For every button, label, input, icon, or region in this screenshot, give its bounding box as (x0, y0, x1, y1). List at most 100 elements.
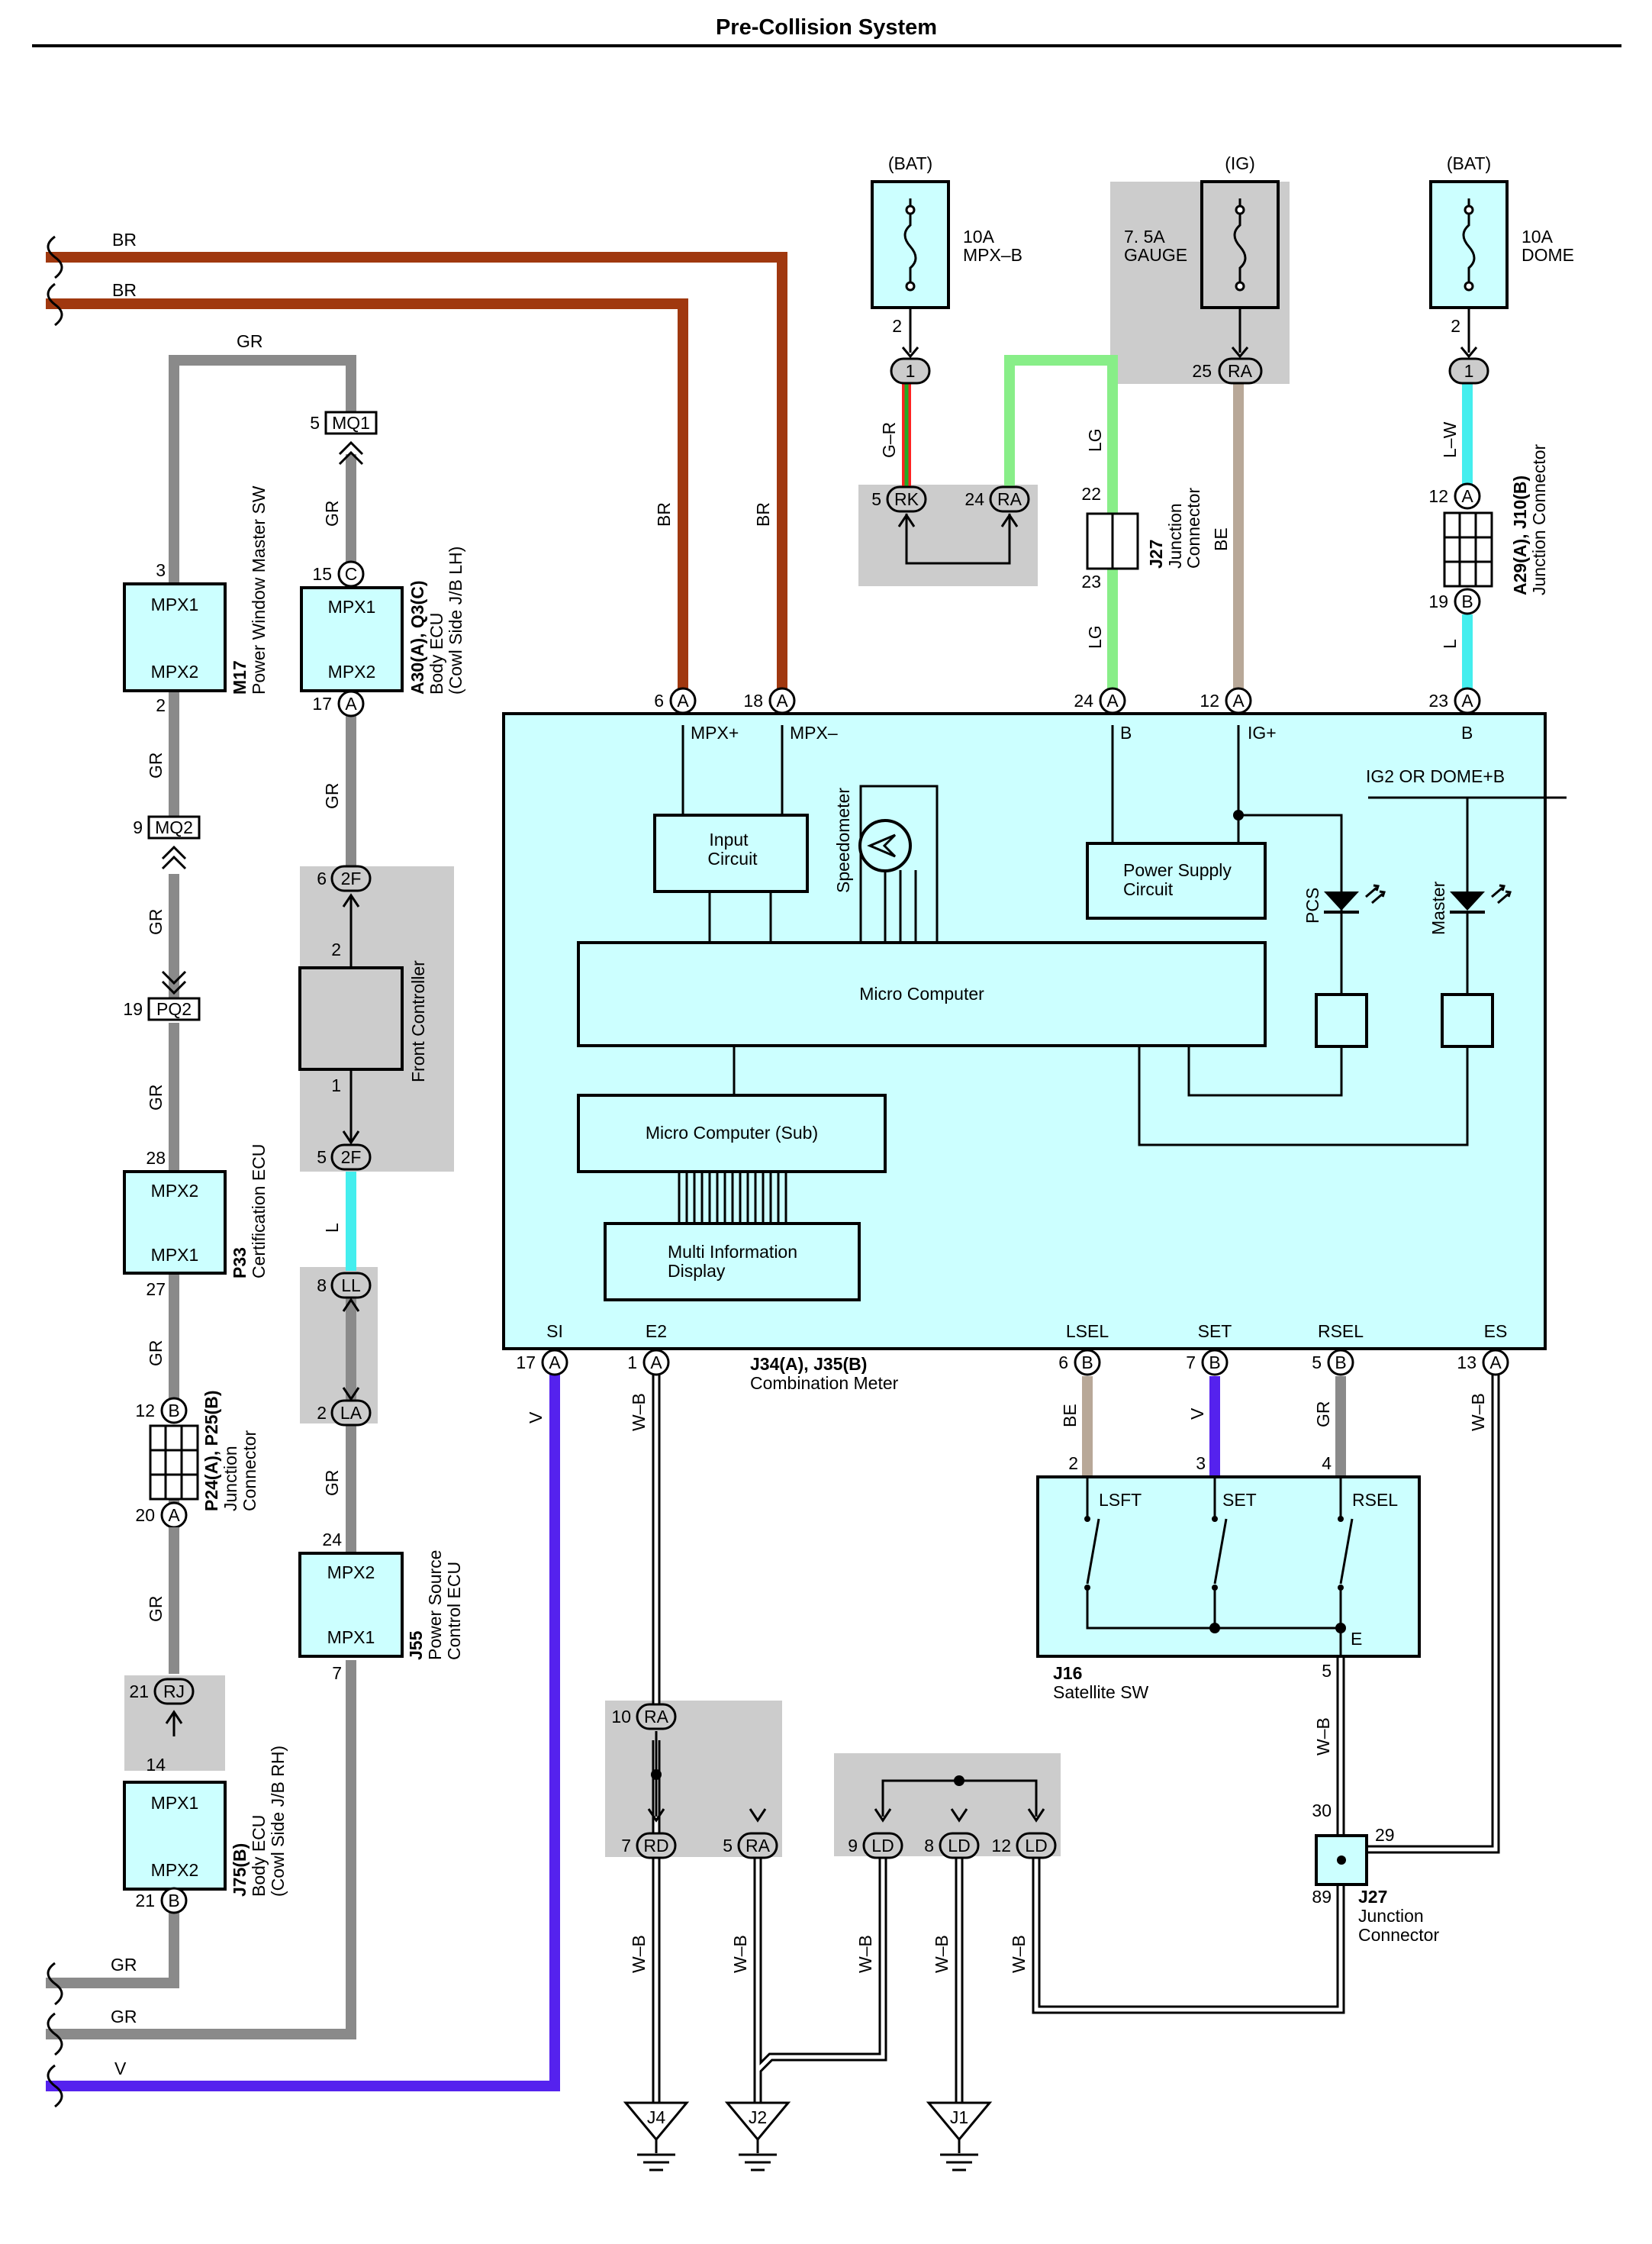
micro-computer-sub (577, 1094, 887, 1173)
br-wire-1 (46, 252, 787, 701)
fuse-gauge-rating: 7. 5A (1124, 227, 1165, 247)
ground-j1: J1 (926, 2101, 993, 2171)
rk-ra-jumper (905, 538, 1011, 565)
meter-top-pin-4: 23 (1428, 691, 1448, 711)
fuse-dome-source: (BAT) (1447, 153, 1491, 173)
j75-pin-bottom: 21 (135, 1891, 155, 1910)
ld8-pin: 8 (924, 1836, 934, 1855)
j55-power-source-ecu: 24 MPX2 MPX1 7 J55 Power Source Control … (298, 1530, 464, 1683)
conn-ra10: RA 10 (611, 1703, 767, 1823)
j75-conn-bottom: B (168, 1891, 179, 1910)
la-name: LA (340, 1403, 362, 1423)
meter-top-conn-4: A (1461, 691, 1473, 711)
meter-bottom-conn-3: B (1209, 1353, 1220, 1372)
meter-desc: Combination Meter (750, 1373, 899, 1393)
conn-ra24-pin: 24 (964, 489, 984, 509)
be-label-lsel: BE (1060, 1404, 1080, 1427)
a30-id: A30(A), Q3(C) (407, 580, 427, 695)
j27a-pin-bottom: 23 (1081, 572, 1101, 592)
conn-ld8: LD 8 (924, 1832, 980, 1859)
a30-top: MPX1 (328, 597, 376, 617)
meter-bottom-conn-5: A (1489, 1353, 1502, 1372)
ld9-name: LD (871, 1836, 894, 1855)
meter-bottom-conn-1: A (650, 1353, 662, 1372)
a30-pin-top: 15 (312, 564, 332, 584)
p33-pin-bottom: 27 (146, 1279, 166, 1299)
a29-desc: Junction Connector (1529, 443, 1549, 595)
meter-bottom-pin-0: 17 (516, 1353, 536, 1372)
a29-pin-bottom: 19 (1428, 592, 1448, 611)
meter-top-pin-1: 18 (743, 691, 763, 711)
meter-pin-mpxplus: A 6 MPX+ (654, 687, 739, 743)
fuse-dome: (BAT) 10A DOME 2 (1429, 153, 1574, 353)
gr-label-b: GR (146, 909, 166, 936)
pcs-label: PCS (1303, 888, 1322, 924)
a30-conn-bottom: A (345, 694, 357, 714)
input-circuit (653, 814, 809, 893)
p24-pin-top: 12 (135, 1401, 155, 1420)
conn-la: LA 2 (317, 1387, 372, 1427)
j27b-desc: Junction (1358, 1906, 1424, 1926)
j55-desc2: Control ECU (444, 1562, 464, 1660)
lg-label-top: LG (1085, 428, 1105, 452)
conn-ld9: LD 9 (848, 1832, 903, 1859)
a30-pin-bottom: 17 (312, 694, 332, 714)
ll-name: LL (341, 1275, 361, 1295)
l-label-front: L (322, 1223, 342, 1233)
speedometer-icon (858, 819, 912, 872)
v-label-set: V (1187, 1407, 1207, 1420)
front-conn-top: 2F (341, 869, 362, 888)
rj-name: RJ (163, 1681, 185, 1701)
left-edge-break-marks (47, 235, 63, 2108)
rd-name: RD (643, 1836, 668, 1855)
conn-rk-pin: 5 (871, 489, 881, 509)
a29-id: A29(A), J10(B) (1510, 476, 1530, 595)
j75-pin-top: 14 (146, 1755, 166, 1775)
meter-bottom-pins: A 17 A 1 B 6 B 7 B 5 A 13 (516, 1349, 1509, 1376)
a30-bottom: MPX2 (328, 662, 376, 682)
a29-conn-bottom: B (1461, 592, 1473, 611)
wb-label-e: W–B (1313, 1717, 1333, 1756)
j27b-pin-0: 30 (1312, 1801, 1332, 1820)
front-pin-top: 6 (317, 869, 327, 888)
conn-ld12: LD 12 (991, 1832, 1057, 1859)
p33-top: MPX2 (151, 1181, 199, 1201)
speedometer-label: Speedometer (833, 788, 853, 893)
ra10-name: RA (644, 1707, 669, 1727)
meter-top-conn-3: A (1232, 691, 1245, 711)
p24-desc2: Connector (240, 1430, 259, 1511)
conn-mq2: MQ2 9 (133, 815, 201, 870)
wb-label-es: W–B (1468, 1393, 1488, 1431)
gr-bot-label-1: GR (111, 1955, 137, 1975)
lw-label: L–W (1440, 421, 1460, 458)
wb-wires (652, 1374, 1500, 2103)
meter-pin-mpxminus: A 18 MPX– (743, 687, 838, 743)
ground-j4-label: J4 (647, 2107, 666, 2127)
rd-pin: 7 (621, 1836, 631, 1855)
j75-bottom: MPX2 (151, 1860, 199, 1880)
power-supply-l2: Circuit (1123, 879, 1174, 899)
ll-pin: 8 (317, 1275, 327, 1295)
j27-junction-bottom: 30 29 89 J27 Junction Connector (1312, 1801, 1439, 1945)
meter-bottom-conn-4: B (1335, 1353, 1346, 1372)
combination-meter: A 6 MPX+ A 18 MPX– A 24 B A 12 IG+ A 23 … (502, 687, 1567, 1350)
micro-sub-bus (678, 1172, 787, 1224)
ra5-name: RA (745, 1836, 771, 1855)
fuse-mpxb-rating: 10A (963, 227, 995, 247)
p33-bottom: MPX1 (151, 1245, 199, 1265)
p24-desc: Junction (221, 1446, 240, 1511)
fuse-gauge-source: (IG) (1225, 153, 1255, 173)
l-label-dome: L (1440, 639, 1460, 649)
gr-top-label: GR (237, 331, 263, 351)
conn-gauge-ra-pin: 25 (1192, 361, 1212, 381)
meter-top-pin-2: 24 (1074, 691, 1093, 711)
gr-label-f: GR (322, 501, 342, 527)
pq2-name: PQ2 (156, 999, 192, 1019)
j16-pin-1: 3 (1196, 1453, 1206, 1473)
power-supply-l1: Power Supply (1123, 860, 1232, 880)
be-label-gauge: BE (1211, 527, 1231, 551)
ld8-name: LD (948, 1836, 970, 1855)
p24-pin-bottom: 20 (135, 1505, 155, 1525)
j27a-id: J27 (1146, 540, 1166, 569)
ground-j1-label: J1 (950, 2107, 968, 2127)
